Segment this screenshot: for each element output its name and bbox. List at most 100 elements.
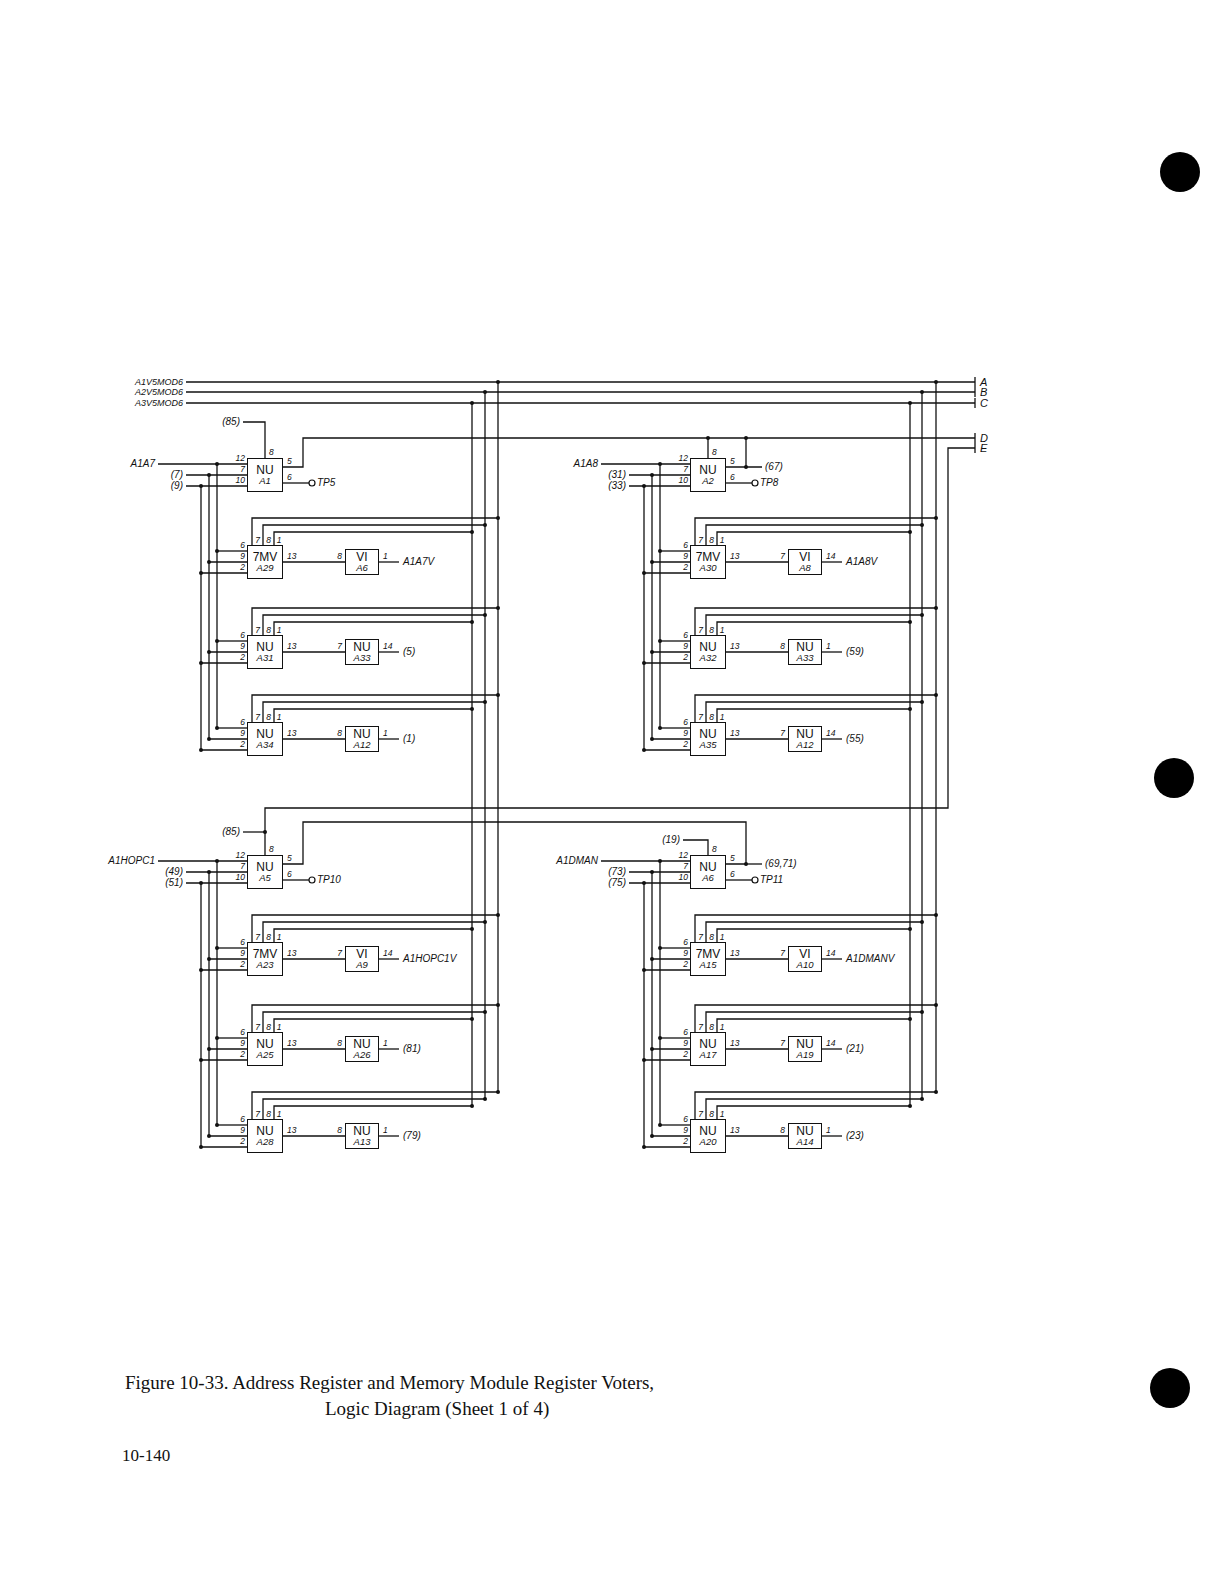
junction-dot	[483, 390, 487, 394]
connector-letter: C	[980, 398, 988, 409]
pin-number: 7	[698, 933, 703, 942]
pin-number: 7	[255, 713, 260, 722]
signal-reference: (51)	[165, 878, 183, 888]
wire	[274, 532, 472, 545]
pin-number: 7	[698, 1110, 703, 1119]
junction-dot	[483, 700, 487, 704]
pin-number: 2	[240, 1050, 245, 1059]
pin-number: 8	[269, 845, 274, 854]
reference-designator: A12	[354, 740, 371, 750]
pin-number: 2	[240, 653, 245, 662]
output-signal-name: A1DMANV	[846, 954, 894, 964]
wire	[252, 695, 498, 722]
reference-designator: A34	[257, 740, 274, 750]
punch-hole	[1160, 152, 1200, 192]
junction-dot	[658, 946, 662, 950]
junction-dot	[934, 516, 938, 520]
test-point	[309, 877, 315, 883]
gate-type: NU	[256, 861, 273, 874]
signal-wire	[283, 1048, 345, 1049]
wire	[822, 958, 842, 959]
junction-dot	[483, 920, 487, 924]
junction-dot	[650, 870, 654, 874]
bus-line	[186, 391, 975, 392]
pin-number: 8	[712, 448, 717, 457]
pin-number: 6	[730, 870, 735, 879]
wire	[243, 422, 265, 458]
wire	[263, 525, 485, 545]
pin-number: 6	[240, 631, 245, 640]
wire	[822, 561, 842, 562]
pin-number: 6	[287, 870, 292, 879]
pin-number: 9	[683, 729, 688, 738]
junction-dot	[263, 830, 267, 834]
junction-dot	[496, 693, 500, 697]
pin-number: 1	[277, 626, 282, 635]
signal-reference: (85)	[222, 417, 240, 427]
wire	[644, 662, 690, 663]
wire	[252, 915, 498, 942]
junction-dot	[920, 613, 924, 617]
pin-number: 10	[679, 873, 688, 882]
wire	[643, 486, 644, 750]
wire	[158, 463, 247, 464]
pin-number: 13	[287, 642, 296, 651]
wire	[379, 561, 399, 562]
output-signal-name: (5)	[403, 647, 415, 657]
junction-dot	[744, 465, 748, 469]
output-signal-name: (55)	[846, 734, 864, 744]
test-point	[752, 877, 758, 883]
pin-number: 1	[277, 933, 282, 942]
reference-designator: A14	[797, 1137, 814, 1147]
pin-number: 12	[236, 851, 245, 860]
junction-dot	[199, 661, 203, 665]
buffer-gate-box: VIA8	[788, 549, 822, 576]
junction-dot	[207, 473, 211, 477]
pin-number: 8	[712, 845, 717, 854]
pin-number: 14	[383, 642, 392, 651]
signal-wire	[726, 1048, 788, 1049]
junction-dot	[658, 859, 662, 863]
junction-dot	[207, 957, 211, 961]
wire	[822, 651, 842, 652]
junction-dot	[642, 661, 646, 665]
punch-hole	[1150, 1368, 1190, 1408]
signal-reference: (67)	[765, 462, 783, 472]
pin-number: 14	[383, 949, 392, 958]
pin-number: 8	[709, 1023, 714, 1032]
signal-wire	[283, 561, 345, 562]
wire	[379, 1135, 399, 1136]
junction-dot	[650, 650, 654, 654]
junction-dot	[199, 571, 203, 575]
pin-number: 9	[240, 642, 245, 651]
pin-number: 6	[683, 718, 688, 727]
output-signal-name: (59)	[846, 647, 864, 657]
wire	[283, 482, 309, 483]
pin-number: 13	[287, 1039, 296, 1048]
junction-dot	[650, 473, 654, 477]
test-point-label: TP11	[760, 875, 783, 885]
connector-terminal	[974, 398, 975, 408]
reference-designator: A6	[356, 563, 368, 573]
wire	[644, 572, 690, 573]
junction-dot	[658, 1123, 662, 1127]
pin-number: 6	[683, 1115, 688, 1124]
pin-number: 1	[277, 713, 282, 722]
wire	[252, 1005, 498, 1032]
test-point	[309, 480, 315, 486]
pin-number: 2	[240, 740, 245, 749]
wire	[695, 1005, 936, 1032]
pin-number: 2	[240, 1137, 245, 1146]
bus-signal-name: A1V5MOD6	[135, 378, 183, 387]
output-signal-name: A1A8V	[846, 557, 877, 567]
reference-designator: A31	[257, 653, 274, 663]
bus-line	[186, 402, 975, 403]
pin-number: 5	[730, 854, 735, 863]
pin-number: 1	[720, 626, 725, 635]
pin-number: 9	[683, 1039, 688, 1048]
junction-dot	[215, 462, 219, 466]
junction-dot	[908, 401, 912, 405]
junction-dot	[642, 1145, 646, 1149]
wire	[274, 709, 472, 722]
